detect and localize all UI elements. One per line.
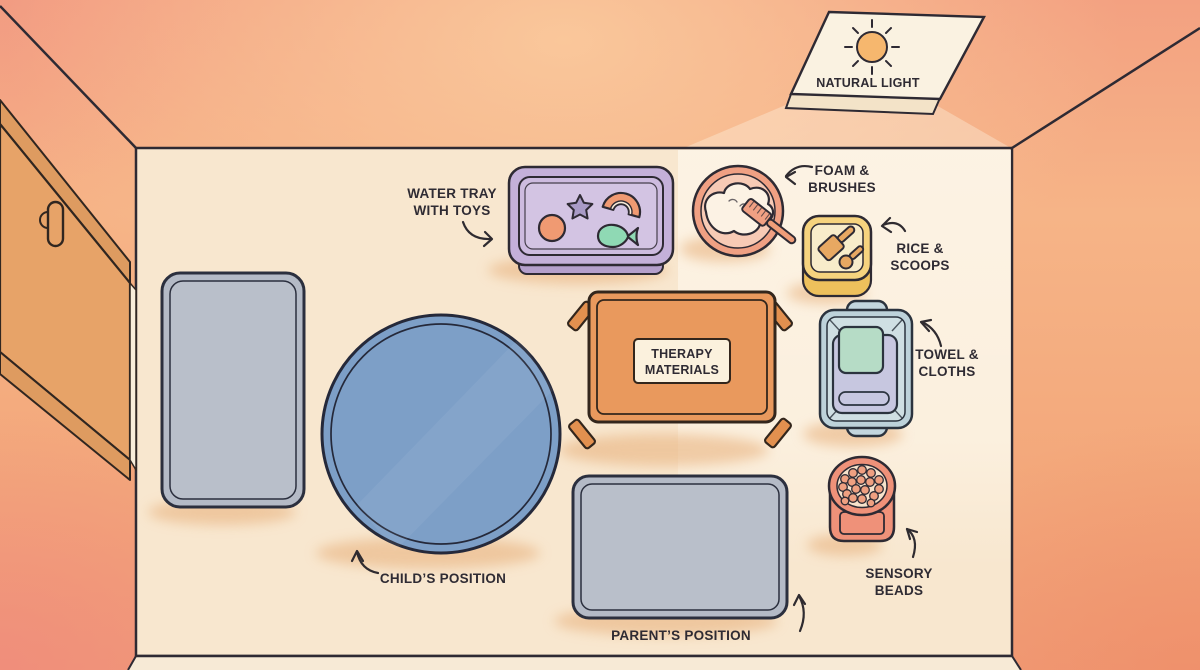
therapy-table	[567, 290, 793, 450]
arrow-foam-brushes	[784, 164, 814, 186]
green-cloth	[837, 325, 885, 375]
corner-line-right	[1011, 26, 1200, 150]
parent-position-mat	[571, 474, 789, 620]
gray-mat-left	[160, 271, 306, 509]
label-foam-brushes: FOAM & BRUSHES	[808, 163, 876, 195]
therapy-label-box	[633, 338, 731, 384]
corner-line-left	[0, 5, 137, 149]
label-natural-light: NATURAL LIGHT	[816, 76, 920, 90]
label-parents-position: PARENT’S POSITION	[611, 628, 751, 643]
door-handle	[46, 200, 65, 248]
arrow-sensory-beads	[905, 527, 919, 559]
label-therapy-materials: THERAPY MATERIALS	[644, 347, 720, 377]
arrow-parents-position	[792, 593, 807, 633]
rice-box	[801, 214, 873, 298]
arrow-towel-cloths	[919, 318, 943, 348]
bottom-wall	[127, 654, 1022, 670]
label-rice-scoops: RICE & SCOOPS	[890, 241, 950, 273]
sensory-beads-jar	[827, 455, 897, 543]
label-towel-cloths: TOWEL & CLOTHS	[915, 347, 979, 379]
towel-basket	[818, 299, 914, 438]
arrow-water-tray	[461, 220, 494, 248]
foam-bowl	[691, 164, 797, 258]
label-sensory-beads: SENSORY BEADS	[865, 566, 933, 598]
arrow-childs-position	[350, 549, 380, 575]
toy-circle	[537, 213, 567, 243]
skylight	[784, 10, 986, 116]
beads	[838, 465, 884, 508]
child-position-mat	[320, 313, 562, 555]
sun-icon	[844, 19, 900, 75]
toy-star	[566, 194, 594, 220]
water-tray	[507, 165, 675, 275]
foam-brush	[741, 198, 797, 245]
toy-rainbow	[601, 191, 642, 219]
door-knob	[39, 211, 49, 229]
rice-scoop-small	[838, 245, 865, 270]
toy-fish	[596, 223, 640, 249]
rice-scoop-large	[817, 225, 856, 262]
label-water-tray: WATER TRAY WITH TOYS	[407, 186, 497, 218]
label-childs-position: CHILD’S POSITION	[379, 571, 507, 586]
arrow-rice-scoops	[880, 216, 907, 234]
door	[0, 99, 137, 481]
